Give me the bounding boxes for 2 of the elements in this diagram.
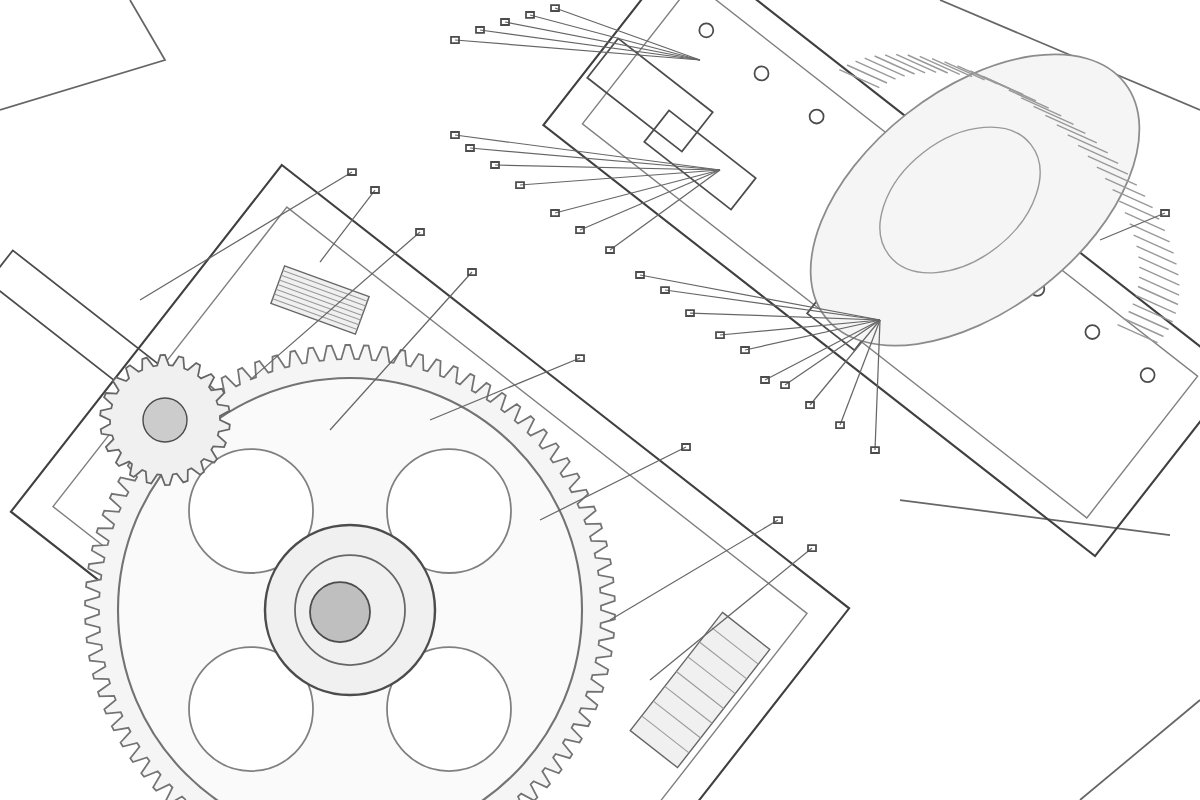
gear-assembly-drawing bbox=[450, 0, 1200, 558]
gear-assembly-drawing bbox=[0, 163, 851, 800]
